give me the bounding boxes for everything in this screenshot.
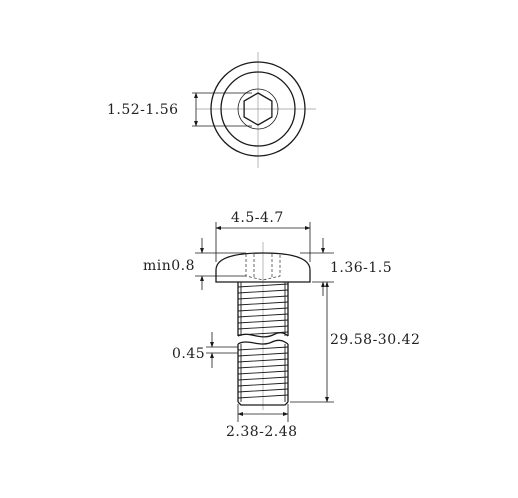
top-view: 1.52-1.56 xyxy=(107,52,316,168)
screw-length-label: 29.58-30.42 xyxy=(330,332,420,348)
top-view-socket-circle xyxy=(237,88,279,130)
thread-diameter-label: 2.38-2.48 xyxy=(226,424,298,440)
top-view-head-outer-circle xyxy=(210,61,306,157)
thread-lower xyxy=(237,339,289,406)
thread-upper xyxy=(237,282,289,338)
head-socket-hidden-lines xyxy=(245,254,281,281)
head-height-label: 1.36-1.5 xyxy=(330,260,392,276)
top-view-hex-socket xyxy=(243,92,273,126)
top-view-head-inner-circle xyxy=(220,71,296,147)
screw-head xyxy=(215,252,311,283)
socket-across-flats-label: 1.52-1.56 xyxy=(107,102,179,118)
head-diameter-label: 4.5-4.7 xyxy=(231,210,284,226)
side-view: 4.5-4.7 min0.8 1.36-1.5 29.58-30.42 0.45… xyxy=(143,210,420,440)
thread-pitch-label: 0.45 xyxy=(172,346,205,362)
socket-depth-label: min0.8 xyxy=(143,258,195,274)
